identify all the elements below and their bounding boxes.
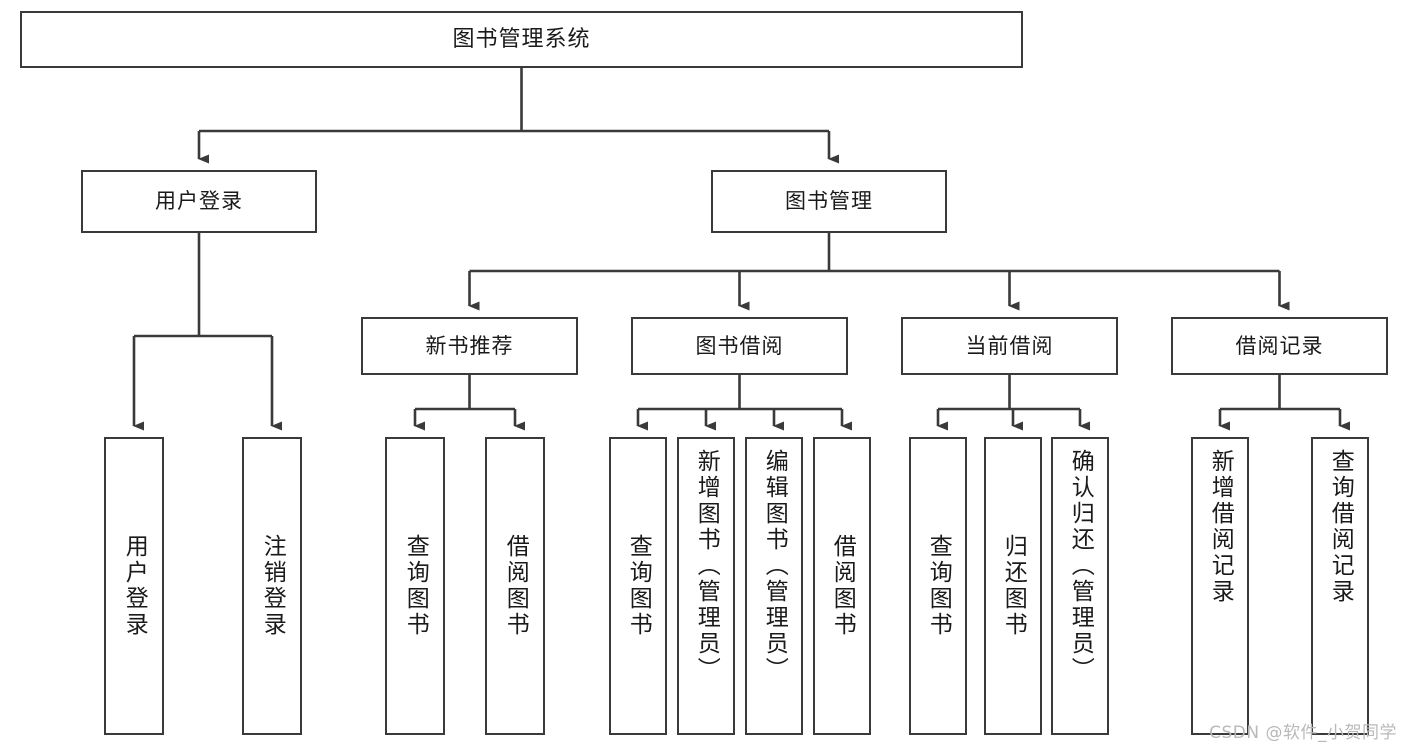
node-leaf-br-add[interactable]: 新增借阅记录 — [1191, 437, 1249, 735]
node-label: 查询图书 — [925, 534, 952, 638]
node-leaf-user-logout[interactable]: 注销登录 — [242, 437, 302, 735]
node-leaf-user-login[interactable]: 用户登录 — [104, 437, 164, 735]
node-new-book-rec[interactable]: 新书推荐 — [361, 317, 578, 375]
watermark: CSDN @软件_小贺同学 — [1209, 723, 1397, 743]
node-leaf-br-query[interactable]: 查询借阅记录 — [1311, 437, 1369, 735]
node-leaf-rec-borrow[interactable]: 借阅图书 — [485, 437, 545, 735]
node-leaf-bb-borrow[interactable]: 借阅图书 — [813, 437, 871, 735]
node-label: 新书推荐 — [425, 333, 514, 358]
node-leaf-cb-confirm[interactable]: 确认归还（管理员） — [1051, 437, 1109, 735]
node-borrow-record[interactable]: 借阅记录 — [1171, 317, 1388, 375]
node-label: 用户登录 — [155, 189, 243, 214]
node-leaf-rec-query[interactable]: 查询图书 — [385, 437, 445, 735]
node-label: 图书借阅 — [695, 333, 784, 358]
node-leaf-cb-query[interactable]: 查询图书 — [909, 437, 967, 735]
node-user-login[interactable]: 用户登录 — [81, 170, 317, 233]
node-leaf-cb-return[interactable]: 归还图书 — [984, 437, 1042, 735]
node-label: 归还图书 — [1000, 534, 1027, 638]
node-current-borrow[interactable]: 当前借阅 — [901, 317, 1118, 375]
node-label: 借阅图书 — [502, 534, 529, 638]
node-root[interactable]: 图书管理系统 — [20, 11, 1023, 68]
node-leaf-bb-query[interactable]: 查询图书 — [609, 437, 667, 735]
node-label: 新增借阅记录 — [1207, 449, 1234, 605]
node-label: 确认归还（管理员） — [1067, 449, 1094, 683]
node-label: 用户登录 — [121, 534, 148, 638]
node-book-manage[interactable]: 图书管理 — [711, 170, 947, 233]
node-label: 新增图书（管理员） — [693, 449, 720, 683]
node-leaf-bb-add[interactable]: 新增图书（管理员） — [677, 437, 735, 735]
node-label: 查询图书 — [625, 534, 652, 638]
node-label: 借阅记录 — [1235, 333, 1324, 358]
node-leaf-bb-edit[interactable]: 编辑图书（管理员） — [745, 437, 803, 735]
node-label: 编辑图书（管理员） — [761, 449, 788, 683]
node-book-borrow[interactable]: 图书借阅 — [631, 317, 848, 375]
node-label: 图书管理系统 — [452, 26, 591, 52]
node-label: 图书管理 — [785, 189, 873, 214]
node-label: 注销登录 — [259, 534, 286, 638]
node-label: 查询图书 — [402, 534, 429, 638]
node-label: 当前借阅 — [965, 333, 1054, 358]
node-label: 查询借阅记录 — [1327, 449, 1354, 605]
node-label: 借阅图书 — [829, 534, 856, 638]
